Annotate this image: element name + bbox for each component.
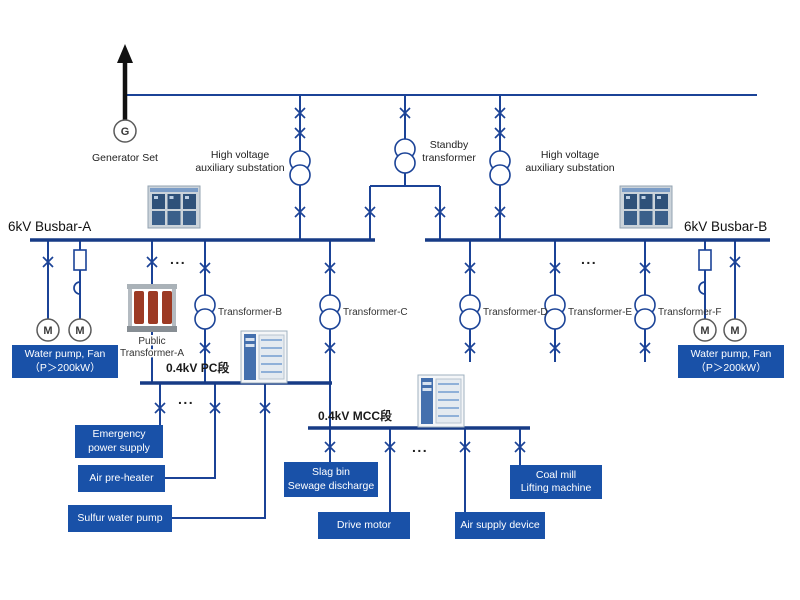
load-label: Slag bin [312, 466, 350, 479]
fuse-symbol [73, 249, 87, 271]
motor-symbol: M [723, 318, 747, 342]
generator-set-label: Generator Set [92, 152, 158, 164]
load-box-air-preheater: Air pre-heater [78, 465, 165, 492]
load-box-water-pump-left: Water pump, Fan （P＞200kW） [12, 345, 118, 378]
transformer-symbol [544, 294, 566, 330]
hv-substation-left-label-line2: auxiliary substation [195, 162, 284, 174]
load-label: Water pump, Fan [690, 348, 772, 361]
load-label: Coal mill [535, 468, 577, 481]
standby-transformer-label-line2: transformer [422, 152, 476, 164]
public-transformer-label-line1: Public [138, 336, 165, 347]
motor-letter: M [730, 325, 739, 337]
load-label: Sewage discharge [287, 479, 375, 492]
motor-letter: M [75, 325, 84, 337]
load-label: Lifting machine [520, 482, 592, 494]
mcc-switchboard-photo [417, 374, 465, 428]
standby-transformer-label-line1: Standby [430, 139, 469, 151]
busbar-a-label: 6kV Busbar-A [8, 219, 91, 234]
motor-letter: M [43, 325, 52, 337]
dry-transformer-photo [127, 284, 177, 332]
pc-bus-label: 0.4kV PC段 [166, 360, 230, 375]
busbar-b-label: 6kV Busbar-B [684, 219, 767, 234]
load-box-air-supply-device: Air supply device [455, 512, 545, 539]
load-box-coal-mill: Coal mill Lifting machine [510, 465, 602, 499]
ellipsis-more-feeders: ... [581, 251, 597, 267]
generator-letter: G [121, 126, 130, 138]
transformer-e-label: Transformer-E [568, 307, 632, 318]
load-label: （P＞200kW） [29, 361, 101, 374]
switchgear-cabinet-photo-left [147, 185, 201, 229]
transformer-b-label: Transformer-B [218, 307, 282, 318]
busbars [30, 238, 770, 430]
load-label: Drive motor [336, 518, 392, 531]
hv-substation-left-label-line1: High voltage [211, 149, 270, 161]
transformer-symbol [489, 150, 511, 186]
hv-substation-right-label-line2: auxiliary substation [525, 162, 614, 174]
load-label: power supply [88, 441, 150, 454]
transformer-symbol [634, 294, 656, 330]
hv-substation-right-label-line1: High voltage [541, 149, 600, 161]
ellipsis-more-feeders: ... [170, 251, 186, 267]
load-box-emergency-power: Emergency power supply [75, 425, 163, 458]
load-box-slag-bin: Slag bin Sewage discharge [284, 462, 378, 497]
public-transformer-label-line2: Transformer-A [120, 348, 184, 359]
load-label: Sulfur water pump [77, 511, 163, 524]
transformer-c-label: Transformer-C [343, 307, 408, 318]
transformer-symbol [394, 138, 416, 174]
pc-switchboard-photo [240, 330, 288, 384]
motor-letter: M [700, 325, 709, 337]
transformer-symbol [319, 294, 341, 330]
transformer-d-label: Transformer-D [483, 307, 548, 318]
switchgear-cabinet-photo-right [619, 185, 673, 229]
motor-symbol: M [68, 318, 92, 342]
load-box-water-pump-right: Water pump, Fan （P＞200kW） [678, 345, 784, 378]
ellipsis-more-feeders: ... [178, 391, 194, 407]
motor-symbol: M [693, 318, 717, 342]
motor-symbol: M [36, 318, 60, 342]
generator-symbol: G [113, 119, 137, 143]
fuse-symbol [698, 249, 712, 271]
transformer-symbol [459, 294, 481, 330]
load-box-sulfur-water-pump: Sulfur water pump [68, 505, 172, 532]
ellipsis-more-feeders: ... [412, 439, 428, 455]
load-label: （P＞200kW） [695, 361, 767, 374]
load-label: Air supply device [460, 518, 540, 531]
load-box-drive-motor: Drive motor [318, 512, 410, 539]
generator-outgoing-arrow [117, 44, 133, 122]
transformer-f-label: Transformer-F [658, 307, 722, 318]
transformer-symbol [289, 150, 311, 186]
load-label: Emergency [92, 428, 146, 441]
load-label: Water pump, Fan [24, 348, 106, 361]
mcc-bus-label: 0.4kV MCC段 [318, 408, 393, 423]
transformer-symbol [194, 294, 216, 330]
load-label: Air pre-heater [89, 471, 154, 484]
